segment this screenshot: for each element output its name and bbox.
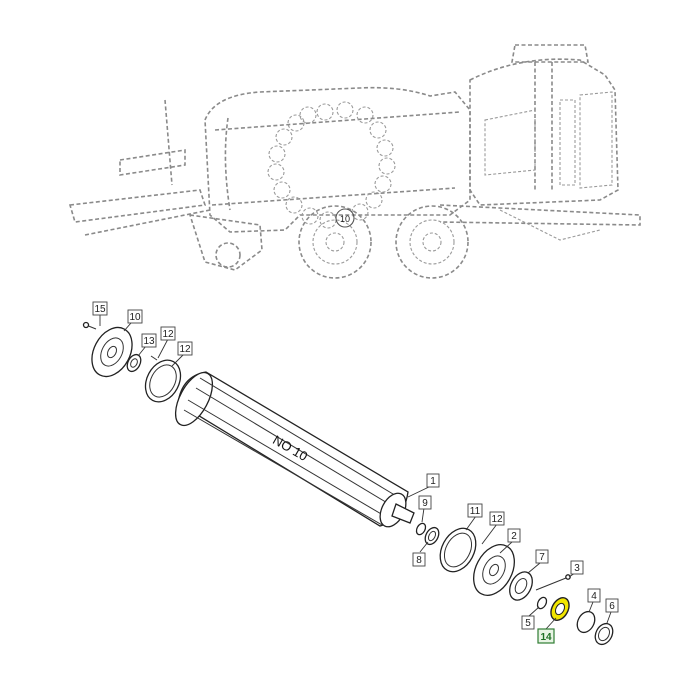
washer-9 (415, 522, 427, 536)
ring-8 (424, 526, 440, 546)
svg-text:5: 5 (525, 618, 531, 629)
callout-12-left-lower: 12 (177, 341, 193, 356)
flange-plate-10 (91, 326, 133, 378)
svg-text:12: 12 (491, 514, 503, 525)
svg-text:7: 7 (539, 552, 545, 563)
exploded-roller-assembly: NO 10 (82, 301, 619, 646)
svg-text:13: 13 (143, 336, 155, 347)
callout-5: 5 (521, 615, 535, 630)
leader-lines (99, 314, 612, 630)
callout-12-right: 12 (489, 511, 505, 526)
callout-4: 4 (587, 588, 601, 603)
callouts: 15 10 13 12 12 1 (92, 301, 619, 644)
callout-14-highlighted: 14 (537, 628, 555, 644)
svg-text:4: 4 (591, 591, 597, 602)
svg-text:3: 3 (574, 563, 580, 574)
svg-text:12: 12 (162, 329, 174, 340)
circlip-4 (576, 610, 596, 634)
svg-text:11: 11 (470, 506, 481, 517)
ring-6 (594, 622, 614, 646)
roller-body-1: NO 10 (174, 371, 415, 528)
svg-text:9: 9 (422, 498, 428, 509)
callout-1: 1 (426, 473, 440, 488)
roller-position-number: 10 (340, 214, 350, 224)
ring-5 (536, 596, 548, 610)
pin-12-left (150, 355, 158, 361)
baler-overview: 10 (68, 44, 641, 279)
callout-12-left: 12 (160, 326, 176, 341)
callout-8: 8 (412, 552, 426, 567)
svg-text:6: 6 (609, 601, 615, 612)
callout-11: 11 (467, 503, 483, 518)
seal-ring-11 (439, 527, 477, 573)
bearing-7 (509, 571, 533, 601)
svg-text:12: 12 (179, 344, 191, 355)
callout-6: 6 (605, 598, 619, 613)
ring-14-highlighted (550, 597, 570, 621)
bolt-3 (535, 574, 571, 591)
callout-10: 10 (127, 309, 143, 324)
callout-9: 9 (418, 495, 432, 510)
seal-ring-left (144, 359, 182, 403)
svg-text:10: 10 (129, 312, 141, 323)
callout-13: 13 (141, 333, 157, 348)
callout-3: 3 (570, 560, 584, 575)
callout-2: 2 (507, 528, 521, 543)
svg-text:1: 1 (430, 476, 436, 487)
svg-text:15: 15 (94, 304, 106, 315)
roller-position-10: 10 (335, 208, 355, 228)
chamber-rollers (267, 101, 396, 229)
flange-plate-2 (473, 544, 515, 596)
svg-text:14: 14 (540, 632, 552, 643)
bolt-15 (82, 321, 97, 330)
svg-text:8: 8 (416, 555, 422, 566)
callout-7: 7 (535, 549, 549, 564)
callout-15: 15 (92, 301, 108, 316)
svg-text:2: 2 (511, 531, 517, 542)
